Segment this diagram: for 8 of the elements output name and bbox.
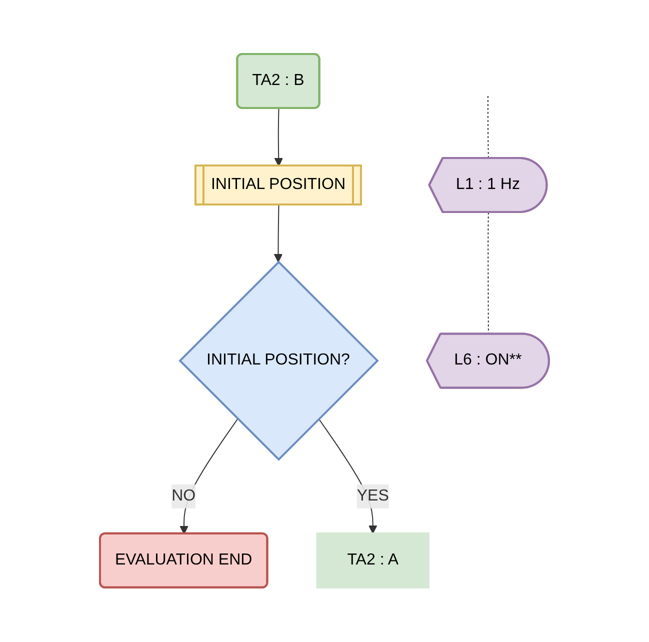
arrow	[274, 108, 284, 167]
arrow	[180, 418, 238, 535]
node-box: TA2 : A	[316, 532, 430, 589]
node-diamond: INITIAL POSITION?	[178, 260, 379, 462]
connector	[487, 96, 489, 160]
edge-label: NO	[172, 488, 196, 505]
edge-label: YES	[356, 488, 389, 505]
arrow	[274, 204, 283, 263]
